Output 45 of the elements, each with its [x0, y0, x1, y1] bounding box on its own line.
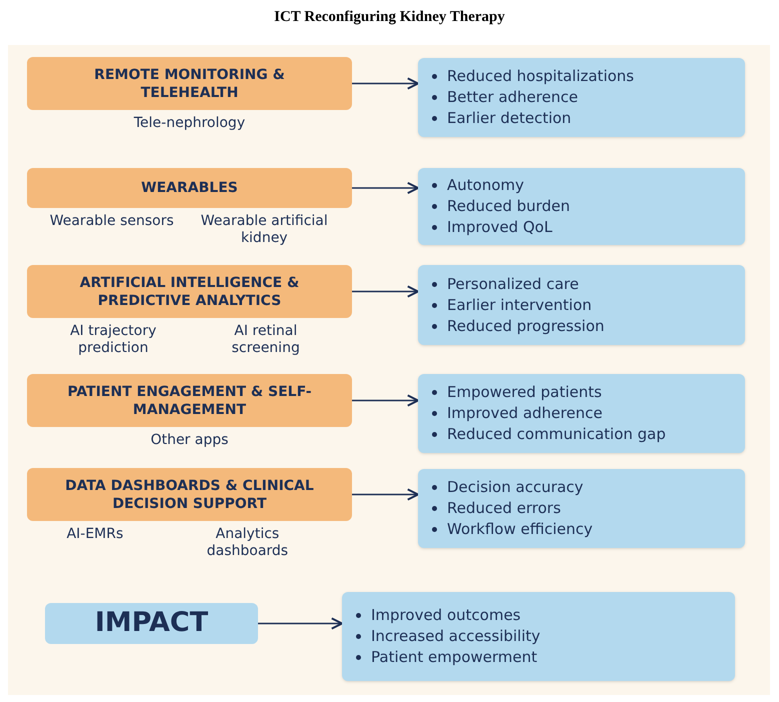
bullet-item: Decision accuracy	[447, 478, 584, 497]
bullet-item: Better adherence	[447, 88, 578, 107]
title: ICT Reconfiguring Kidney Therapy	[274, 8, 505, 27]
arrow	[258, 617, 344, 630]
example-caption: Wearable artificial kidney	[200, 213, 329, 247]
category-box: PATIENT ENGAGEMENT & SELF-MANAGEMENT	[27, 374, 352, 427]
arrow	[352, 285, 420, 298]
outcome-box	[418, 265, 745, 345]
impact-box: IMPACT	[45, 603, 258, 644]
outcome-box	[418, 469, 745, 548]
bullet-item: Autonomy	[447, 176, 524, 195]
bullet-item: Patient empowerment	[371, 648, 538, 667]
arrow	[352, 488, 420, 501]
bullet-item: Workflow efficiency	[447, 520, 593, 539]
arrow	[352, 182, 420, 194]
arrow	[352, 77, 420, 90]
bullet-item: Reduced errors	[447, 499, 561, 518]
bullet-item: Empowered patients	[447, 383, 602, 402]
bullet-item: Earlier detection	[447, 109, 572, 128]
bullet-item: Earlier intervention	[447, 296, 592, 314]
arrow	[352, 394, 420, 407]
bullet-item: Reduced progression	[447, 316, 604, 336]
example-caption: AI retinal screening	[230, 323, 301, 357]
bullet-item: Reduced burden	[447, 197, 570, 216]
example-caption: AI trajectory prediction	[69, 323, 158, 357]
example-caption: Analytics dashboards	[206, 526, 290, 560]
example-caption: AI-EMRs	[66, 526, 124, 543]
outcome-box	[418, 58, 745, 137]
category-box: ARTIFICIAL INTELLIGENCE & PREDICTIVE ANALYTICS	[27, 265, 352, 318]
category-box: DATA DASHBOARDS & CLINICAL DECISION SUPPORT	[27, 468, 352, 521]
bullet-item: Increased accessibility	[371, 627, 540, 646]
outcome-box	[342, 592, 735, 681]
bullet-item: Reduced hospitalizations	[447, 67, 634, 86]
category-box: REMOTE MONITORING & TELEHEALTH	[27, 57, 352, 110]
example-caption: Tele-nephrology	[134, 115, 246, 132]
outcome-box	[418, 168, 745, 245]
bullet-item: Improved adherence	[447, 404, 602, 423]
outcome-box	[418, 374, 745, 453]
category-box: WEARABLES	[27, 168, 352, 208]
bullet-item: Reduced communication gap	[447, 425, 666, 444]
example-caption: Wearable sensors	[50, 213, 174, 230]
bullet-item: Improved QoL	[447, 218, 552, 237]
example-caption: Other apps	[150, 432, 228, 449]
bullet-item: Improved outcomes	[371, 606, 521, 625]
bullet-item: Personalized care	[447, 274, 579, 294]
